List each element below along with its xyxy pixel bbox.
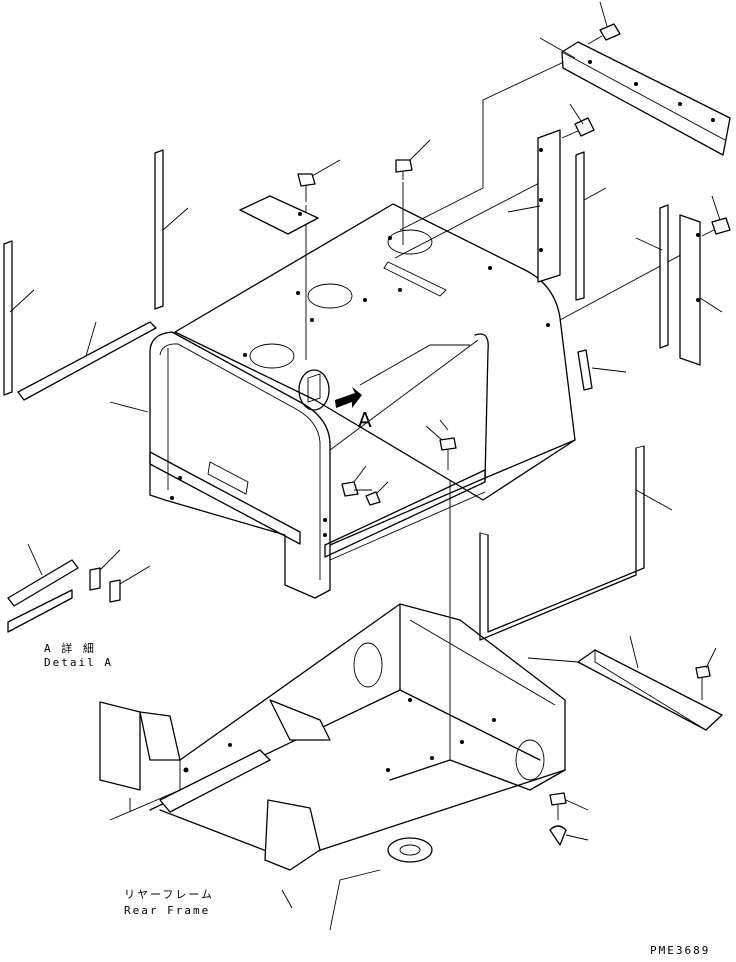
right-panel-inner	[507, 129, 561, 283]
detail-a-marker	[298, 369, 330, 411]
bolt-top-center	[297, 159, 341, 360]
cover-box	[149, 203, 576, 599]
small-bracket-right	[577, 349, 627, 391]
step-cover-right	[527, 635, 723, 731]
drawing-code: PME3689	[650, 944, 711, 957]
bolt-bottom	[549, 792, 589, 846]
far-right-panel	[679, 214, 723, 366]
rear-frame-label-jp: リヤーフレーム	[124, 888, 215, 901]
far-right-strip	[635, 204, 669, 349]
top-hole-front	[249, 343, 295, 369]
bolt-right-panel	[561, 103, 595, 139]
rear-frame	[99, 603, 566, 931]
bolt-top-right	[587, 1, 621, 45]
bolt-side-box	[425, 425, 457, 760]
top-right-cover-strip	[539, 37, 731, 156]
top-hole-right	[387, 229, 433, 255]
frame-hole-right	[515, 739, 545, 781]
towing-eye	[387, 837, 433, 863]
access-plate	[239, 195, 319, 235]
knob-top	[395, 139, 431, 245]
bolt-step	[695, 647, 717, 700]
detail-label-en: Detail A	[44, 656, 113, 669]
u-seal	[479, 445, 673, 641]
top-hole-left	[307, 283, 353, 309]
view-arrow-icon	[335, 387, 362, 408]
left-vertical-strip	[3, 240, 35, 396]
frame-hole-left	[353, 642, 383, 688]
bolt-front-box	[341, 465, 389, 506]
right-strip-seal	[575, 151, 607, 301]
detail-label-jp: A 詳 細	[44, 642, 96, 655]
rear-frame-label-en: Rear Frame	[124, 904, 211, 917]
view-letter: A	[358, 408, 372, 432]
bolt-far-right	[701, 195, 731, 237]
diagonal-strip-left	[17, 321, 157, 413]
detail-a-parts	[7, 543, 151, 633]
center-vertical-strip	[154, 149, 189, 310]
